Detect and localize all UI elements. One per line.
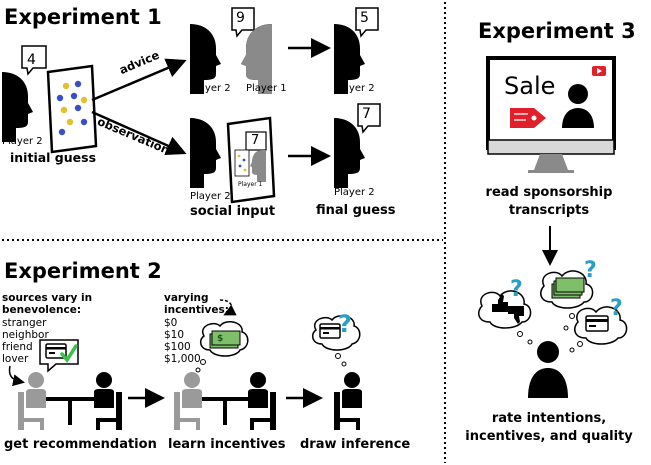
exp2-incentives-arrow: [219, 299, 237, 316]
exp1-observation-final-player2-label: Player 2: [334, 187, 375, 198]
exp2-source-0: stranger: [2, 317, 47, 329]
observation-arrow: [91, 110, 187, 156]
exp3-sale-text: Sale: [504, 72, 556, 100]
exp2-source-2: friend: [2, 341, 33, 353]
exp2-source-1: neighbor: [2, 329, 49, 341]
exp2-graphics: [8, 299, 362, 430]
exp1-advice-final-bubble: [355, 7, 379, 38]
exp2-title: Experiment 2: [4, 259, 162, 283]
exp2-question-mark: ?: [338, 310, 352, 338]
exp2-scene-get-recommendation: [18, 372, 122, 430]
exp3-question-mark-2: ?: [584, 258, 597, 283]
exp1-advice-final-number: 5: [360, 10, 369, 26]
exp1-initial-guess-label: initial guess: [10, 150, 97, 165]
exp2-incentive-3: $1,000: [164, 353, 201, 365]
exp2-draw-inference-label: draw inference: [300, 437, 411, 452]
exp3-question-mark-3: ?: [610, 296, 623, 321]
exp3-money-cloud: [539, 270, 594, 309]
exp1-title: Experiment 1: [4, 5, 162, 29]
exp1-final-guess-label: final guess: [316, 203, 396, 218]
exp3-read-sponsorship-label: read sponsorship: [485, 185, 613, 200]
exp3-title: Experiment 3: [478, 19, 636, 43]
exp2-sources-arrow: [8, 365, 25, 387]
exp1-advice-player2-bubble: [231, 7, 255, 38]
exp2-sources-heading: sources vary in benevolence:: [2, 292, 93, 316]
exp1-dots-card: [46, 64, 98, 154]
exp1-initial-player2-label: Player 2: [2, 136, 43, 147]
exp1-observation-screen: [226, 116, 276, 204]
exp2-recommendation-bubble: [39, 339, 79, 373]
exp3-monitor: [486, 56, 616, 173]
exp1-observation-screen-player1: Player 1: [238, 181, 263, 188]
exp3-transcripts-label: transcripts: [508, 203, 590, 218]
exp2-money-cloud: [195, 321, 249, 373]
exp2-incentive-2: $100: [164, 341, 191, 353]
exp1-observation-final-bubble: [357, 103, 381, 134]
exp1-initial-speech-bubble: [21, 45, 47, 76]
exp1-social-input-label: social input: [190, 204, 276, 219]
exp3-person: [528, 341, 568, 398]
exp2-scene-draw-inference: [334, 372, 362, 430]
exp1-advice-player1-label: Player 1: [246, 83, 287, 94]
exp3-card-cloud: [573, 306, 628, 345]
exp1-observation-player2-label: Player 2: [190, 191, 231, 202]
exp3-question-mark-1: ?: [510, 277, 523, 302]
advice-arrow: [91, 58, 187, 102]
exp1-advice-final-player2-label: Player 2: [334, 83, 375, 94]
exp2-source-3: lover: [2, 353, 29, 365]
exp1-initial-number: 4: [27, 52, 36, 68]
exp2-scene-learn-incentives: [174, 372, 276, 430]
exp3-rate-line1: rate intentions,: [491, 411, 607, 426]
exp2-inference-cloud: [311, 315, 361, 367]
exp2-incentive-0: $0: [164, 317, 178, 329]
exp1-graphics: [2, 7, 381, 204]
exp2-get-recommendation-label: get recommendation: [4, 437, 157, 452]
exp2-money-symbol: $: [217, 334, 224, 344]
exp1-advice-player1-head: [241, 24, 272, 94]
exp1-observation-screen-number: 7: [251, 133, 260, 148]
exp1-observation-final-number: 7: [362, 106, 371, 122]
exp3-thumbs-cloud: [477, 290, 532, 329]
exp2-learn-incentives-label: learn incentives: [168, 437, 286, 452]
exp2-incentives-heading: varying incentives:: [164, 292, 229, 316]
exp2-incentive-1: $10: [164, 329, 185, 341]
exp1-advice-player2-number: 9: [236, 10, 245, 26]
exp3-rate-line2: incentives, and quality: [465, 429, 633, 444]
exp1-advice-player2-label: Player 2: [190, 83, 231, 94]
